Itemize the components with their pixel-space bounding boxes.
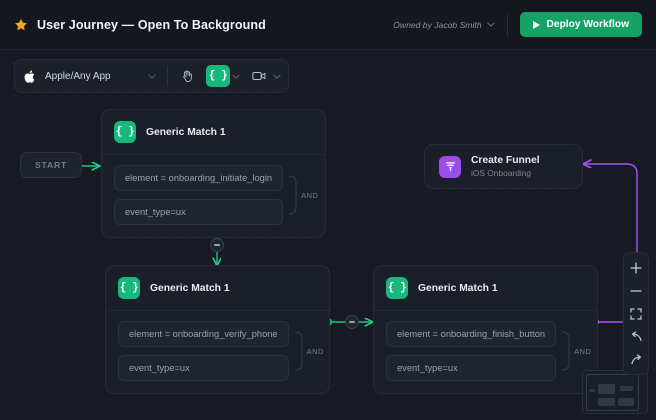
minus-icon (214, 244, 220, 246)
undo-button[interactable] (623, 325, 649, 348)
condition-list: element = onboarding_verify_phone event_… (118, 321, 289, 381)
code-braces-icon: { } (386, 277, 408, 299)
minimap-node (620, 386, 633, 391)
node-title: Generic Match 1 (418, 282, 498, 294)
edge-remove-button-a-b[interactable] (210, 238, 224, 252)
condition-list: element = onboarding_initiate_login even… (114, 165, 284, 225)
condition-pill[interactable]: event_type=ux (118, 355, 289, 381)
zoom-out-button[interactable] (623, 279, 649, 302)
app-select-value: Apple/Any App (45, 70, 111, 82)
header-left: User Journey — Open To Background (14, 18, 266, 32)
minimap-node (598, 398, 615, 406)
node-create-funnel[interactable]: Create Funnel iOS Onboarding (424, 144, 583, 189)
node-header: { } Generic Match 1 (374, 266, 597, 311)
video-camera-icon (252, 72, 266, 80)
redo-arrow-icon (630, 353, 641, 364)
workflow-canvas[interactable]: START { } Generic Match 1 element = onbo… (0, 50, 656, 420)
chevron-down-icon (148, 73, 156, 79)
minimap-viewport[interactable] (586, 374, 639, 411)
condition-pill[interactable]: element = onboarding_finish_button (386, 321, 557, 347)
node-body: element = onboarding_verify_phone event_… (106, 311, 329, 393)
code-braces-glyph: { } (119, 282, 139, 294)
funnel-glyph (445, 162, 455, 172)
minimap[interactable] (582, 370, 648, 414)
plus-icon (630, 261, 642, 274)
start-node-label: START (35, 160, 68, 170)
code-braces-glyph: { } (115, 126, 135, 138)
page-title: User Journey — Open To Background (37, 17, 266, 32)
and-operator-label: AND (306, 346, 324, 356)
node-body: element = onboarding_finish_button event… (374, 311, 597, 393)
canvas-controls (623, 252, 649, 375)
code-braces-glyph: { } (387, 282, 407, 294)
node-header: { } Generic Match 1 (106, 266, 329, 311)
toolbar-divider (167, 66, 168, 86)
and-operator-group: AND (289, 330, 324, 372)
and-operator-label: AND (301, 190, 319, 200)
minimap-node (589, 389, 595, 392)
minimap-node (618, 398, 634, 406)
minus-icon (630, 289, 642, 292)
chevron-down-icon[interactable] (232, 73, 240, 79)
node-body: element = onboarding_initiate_login even… (102, 155, 325, 237)
redo-button[interactable] (623, 348, 649, 371)
owner-label: Owned by Jacob Smith (393, 19, 482, 30)
condition-list: element = onboarding_finish_button event… (386, 321, 557, 381)
funnel-text: Create Funnel iOS Onboarding (471, 155, 540, 178)
funnel-title: Create Funnel (471, 155, 540, 166)
condition-pill[interactable]: element = onboarding_verify_phone (118, 321, 289, 347)
fit-screen-icon (630, 307, 642, 320)
apple-icon (24, 69, 35, 83)
edge-remove-button-b-c[interactable] (345, 315, 359, 329)
bracket-icon (562, 331, 570, 371)
owner-dropdown[interactable]: Owned by Jacob Smith (393, 19, 495, 30)
node-title: Generic Match 1 (146, 126, 226, 138)
start-node[interactable]: START (20, 152, 83, 178)
condition-pill[interactable]: element = onboarding_initiate_login (114, 165, 284, 191)
play-icon (532, 20, 540, 29)
code-braces-icon: { } (118, 277, 140, 299)
condition-pill[interactable]: event_type=ux (114, 199, 284, 225)
header-right: Owned by Jacob Smith Deploy Workflow (393, 12, 642, 37)
bracket-icon (294, 331, 303, 371)
code-tool-group: { } (206, 65, 240, 87)
node-header: { } Generic Match 1 (102, 110, 325, 155)
bracket-icon (289, 175, 297, 215)
app-header: User Journey — Open To Background Owned … (0, 0, 656, 50)
and-operator-group: AND (556, 330, 591, 372)
node-title: Generic Match 1 (150, 282, 230, 294)
star-icon[interactable] (14, 18, 28, 32)
code-tool-button[interactable]: { } (206, 65, 230, 87)
funnel-icon (439, 155, 461, 178)
minus-icon (349, 321, 355, 323)
hand-tool-button[interactable] (175, 65, 199, 87)
header-divider (506, 13, 508, 36)
node-generic-match-1-b[interactable]: { } Generic Match 1 element = onboarding… (105, 265, 330, 394)
chevron-down-icon[interactable] (273, 73, 281, 79)
node-generic-match-1-a[interactable]: { } Generic Match 1 element = onboarding… (101, 109, 326, 238)
zoom-in-button[interactable] (623, 256, 649, 279)
and-operator-label: AND (574, 346, 592, 356)
hand-icon (183, 70, 192, 83)
deploy-workflow-label: Deploy Workflow (546, 19, 629, 30)
code-braces-icon: { } (114, 121, 136, 143)
canvas-toolbar: Apple/Any App { } (14, 59, 289, 93)
app-select-dropdown[interactable]: Apple/Any App (22, 68, 160, 85)
condition-pill[interactable]: event_type=ux (386, 355, 557, 381)
video-tool-button[interactable] (247, 65, 271, 87)
chevron-down-icon (486, 22, 495, 27)
video-tool-group (247, 65, 281, 87)
node-generic-match-1-c[interactable]: { } Generic Match 1 element = onboarding… (373, 265, 598, 394)
funnel-subtitle: iOS Onboarding (471, 168, 532, 178)
deploy-workflow-button[interactable]: Deploy Workflow (519, 12, 642, 37)
minimap-node (598, 384, 615, 394)
fit-view-button[interactable] (623, 302, 649, 325)
and-operator-group: AND (283, 174, 318, 216)
code-braces-icon: { } (208, 70, 228, 82)
undo-arrow-icon (631, 330, 642, 341)
edge-c-to-funnel (583, 164, 638, 323)
